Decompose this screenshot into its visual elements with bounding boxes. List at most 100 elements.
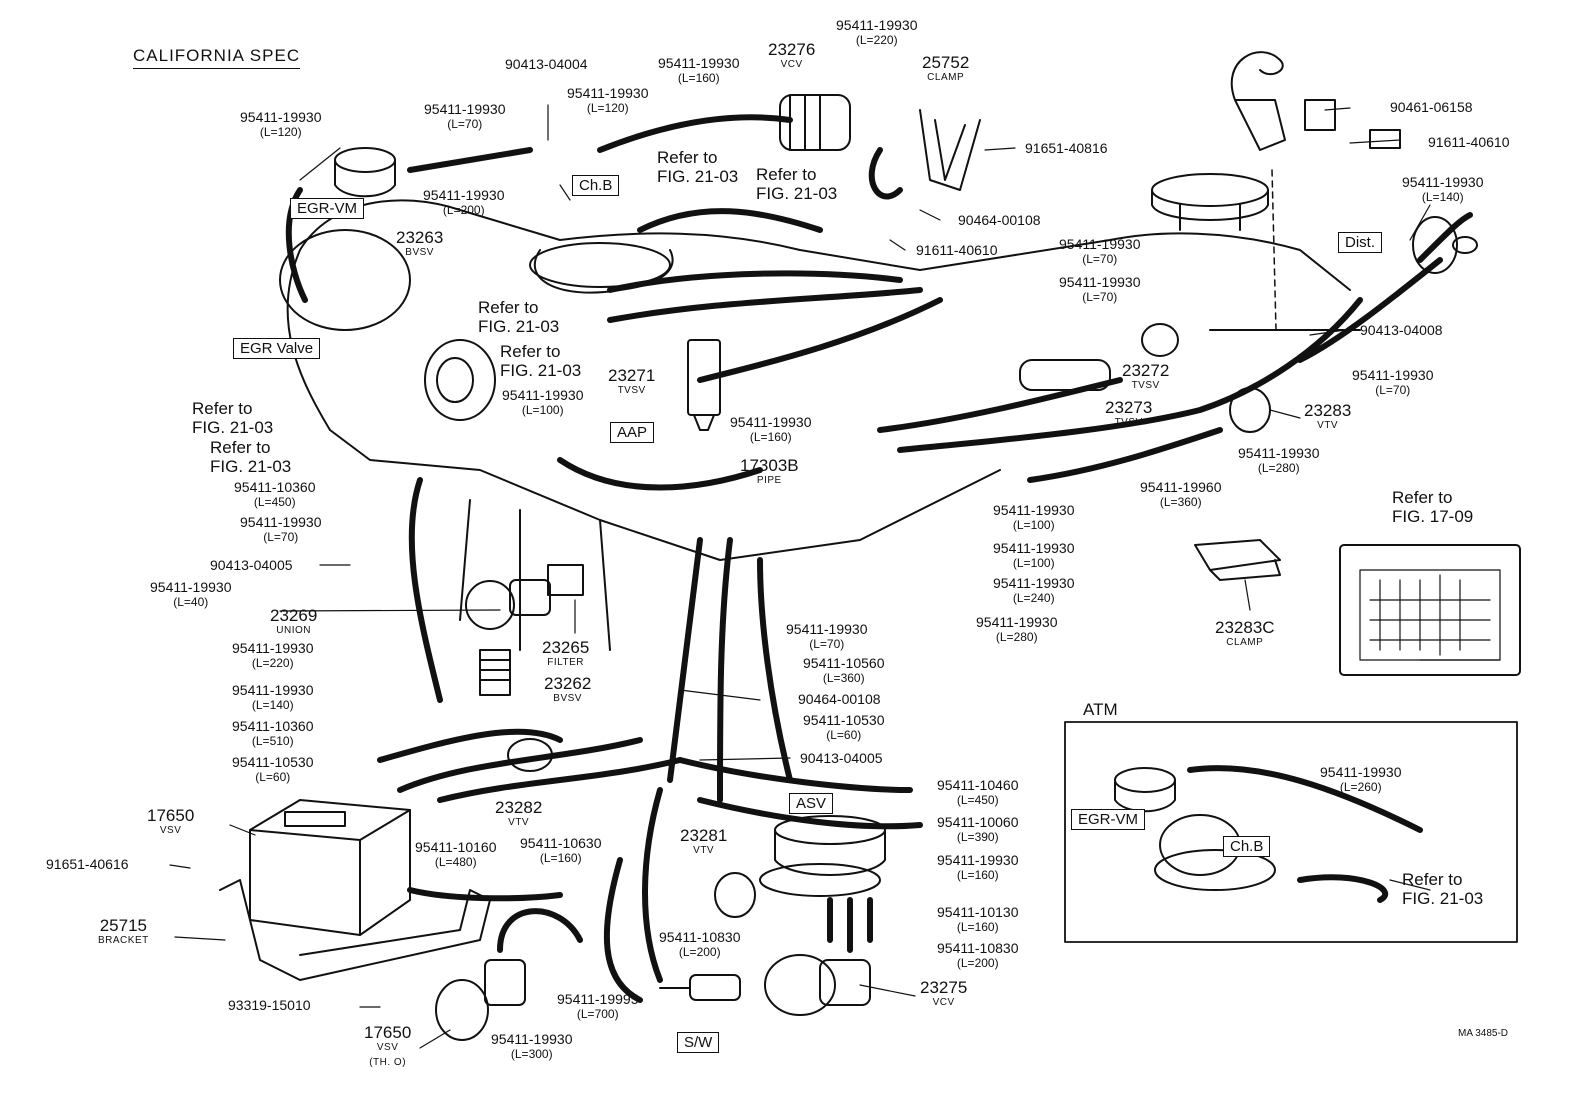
vtv-23282: [507, 738, 553, 772]
box-asv: ASV: [789, 793, 834, 814]
vtv-23281: [714, 872, 756, 918]
tvsv-23271: [687, 339, 721, 431]
figure-code: MA 3485-D: [1458, 1028, 1509, 1039]
radiator-cap: [1151, 173, 1269, 231]
part-label: 95411-19930(L=120): [240, 109, 322, 140]
hook-bracket: [1230, 51, 1401, 151]
fig-17-09-detail: [1359, 569, 1501, 661]
part-label: 90413-04005: [210, 557, 293, 573]
part-label: 95411-19930(L=120): [567, 85, 649, 116]
box-aap: AAP: [610, 422, 655, 443]
vsv-th-o: [435, 959, 526, 1041]
part-label: 95411-10830(L=200): [937, 940, 1019, 971]
part-label: 95411-10560(L=360): [803, 655, 885, 686]
part-label: 95411-19930(L=70): [786, 621, 868, 652]
part-label: 95411-19930(L=140): [1402, 174, 1484, 205]
part-label: 95411-19930(L=70): [1059, 274, 1141, 305]
part-label: 95411-19930(L=70): [240, 514, 322, 545]
part-label: 95411-19930(L=200): [423, 187, 505, 218]
box-ch-b: Ch.B: [572, 175, 620, 196]
part-label: 95411-10530(L=60): [232, 754, 314, 785]
part-label: 95411-19930(L=280): [976, 614, 1058, 645]
part-label: 95411-19930(L=220): [232, 640, 314, 671]
box-atm-ch-b: Ch.B: [1223, 836, 1271, 857]
asv-component: [759, 815, 886, 897]
part-label: 93319-15010: [228, 997, 311, 1013]
part-label: 95411-19930(L=300): [491, 1031, 573, 1062]
part-label: 95411-10160(L=480): [415, 839, 497, 870]
box-atm-egr-vm: EGR-VM: [1071, 809, 1145, 830]
part-label: 95411-10630(L=160): [520, 835, 602, 866]
part-label: 95411-10360(L=450): [234, 479, 316, 510]
part-label: 91611-40610: [916, 242, 998, 258]
part-label: 95411-19930(L=70): [424, 101, 506, 132]
part-label: 91651-40816: [1025, 140, 1108, 156]
part-label: 95411-19930(L=160): [658, 55, 740, 86]
part-label: 90461-06158: [1390, 99, 1473, 115]
vcv-23276: [779, 94, 851, 151]
part-label: 95411-19960(L=360): [1140, 479, 1222, 510]
atm-frame: [1064, 721, 1518, 943]
part-label: 95411-19995(L=700): [557, 991, 639, 1022]
box-dist: Dist.: [1338, 232, 1382, 253]
part-label: 95411-19930(L=40): [150, 579, 232, 610]
diagram-title: CALIFORNIA SPEC: [133, 46, 301, 69]
egr-vm-component: [279, 147, 496, 421]
part-label: 95411-19930(L=160): [730, 414, 812, 445]
fig-17-09-thumbnail: [1339, 544, 1521, 676]
part-label: 95411-10130(L=160): [937, 904, 1019, 935]
part-label: 95411-10460(L=450): [937, 777, 1019, 808]
bvsv-23262: [479, 649, 511, 696]
part-label: 95411-19930(L=100): [993, 502, 1075, 533]
clamp-25752: [919, 109, 981, 191]
part-label: 95411-19930(L=220): [836, 17, 918, 48]
part-label: 95411-19930(L=140): [232, 682, 314, 713]
part-label: 95411-19930(L=260): [1320, 764, 1402, 795]
part-label: 90413-04005: [800, 750, 883, 766]
part-label: 95411-10830(L=200): [659, 929, 741, 960]
switch-sw: [659, 974, 741, 1001]
vtv-23283: [1229, 387, 1271, 433]
part-label: 90464-00108: [798, 691, 881, 707]
atm-title: ATM: [1083, 700, 1118, 719]
part-label: 90464-00108: [958, 212, 1041, 228]
leader-lines: [169, 104, 1431, 1049]
box-sw: S/W: [677, 1032, 720, 1053]
part-label: 95411-19930(L=100): [993, 540, 1075, 571]
clamp-23283c: [1194, 539, 1281, 581]
part-label: 95411-19930(L=70): [1059, 236, 1141, 267]
part-label: 90413-04008: [1360, 322, 1443, 338]
distributor-advance: [1412, 216, 1478, 274]
part-label: 95411-19930(L=100): [502, 387, 584, 418]
part-label: 95411-19930(L=280): [1238, 445, 1320, 476]
part-label: 95411-10360(L=510): [232, 718, 314, 749]
tvsv-23272: [1019, 323, 1179, 391]
hoses: [285, 114, 1473, 1003]
vcv-23275: [764, 954, 871, 1016]
box-egr-vm: EGR-VM: [290, 198, 364, 219]
